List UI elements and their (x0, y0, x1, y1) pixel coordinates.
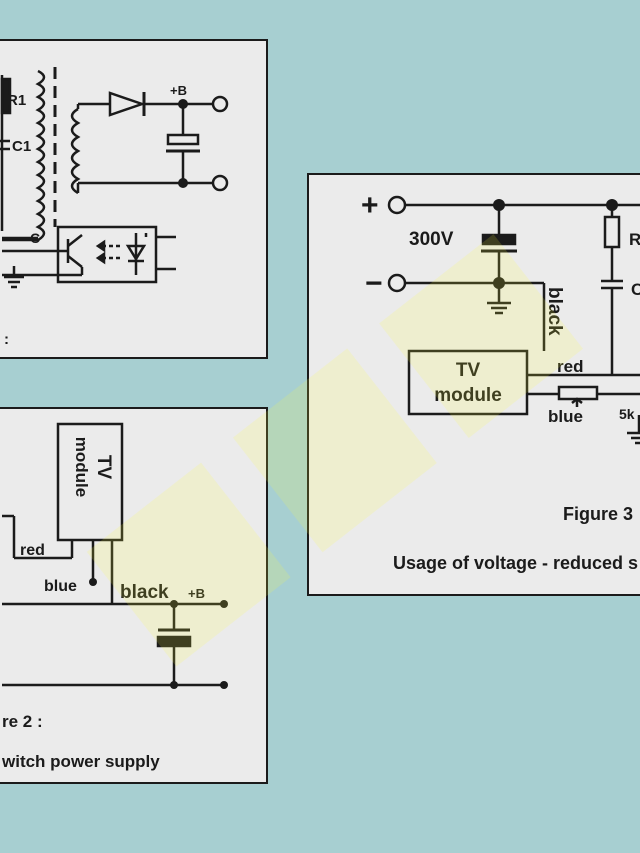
label-r1: R1 (7, 92, 26, 109)
label-red-2: red (20, 542, 45, 559)
module-label-3: module (434, 385, 502, 406)
diode (108, 91, 146, 117)
capacitor-2 (156, 635, 192, 648)
label-blue-2: blue (44, 578, 77, 595)
capacitor-300v (481, 233, 517, 246)
label-black-2: black (120, 582, 169, 603)
label-5k: 5k (619, 406, 635, 422)
figure-3-title: Figure 3 (563, 504, 633, 524)
tv-module-box-2 (56, 422, 124, 542)
terminal-b-plus (211, 95, 229, 113)
label-b-plus-2: +B (188, 586, 205, 601)
figure-2-schematic: TV module red blue black +B re 2 : witch… (1, 422, 228, 771)
figure-2-description: witch power supply (1, 752, 160, 771)
figure-2-panel: TV module red blue black +B re 2 : witch… (0, 407, 268, 784)
figure-1-panel: R1 C1 +B C : (0, 39, 268, 359)
resistor-r (603, 215, 621, 249)
capacitor-out (166, 133, 200, 146)
figure-1-schematic: R1 C1 +B C : (0, 67, 229, 348)
optocoupler (56, 225, 158, 284)
label-r-3: R (629, 230, 640, 249)
label-300v: 300V (409, 229, 454, 250)
secondary-coil (70, 107, 81, 195)
label-c1: C1 (12, 138, 31, 155)
tv-module-box-3 (407, 349, 529, 416)
label-plus-3: + (361, 189, 379, 222)
terminal-b-minus (211, 174, 229, 192)
tv-label-3: TV (456, 360, 481, 381)
figure-3-description: Usage of voltage - reduced s (393, 553, 638, 573)
label-black-3: black (544, 287, 565, 336)
figure-2-title: re 2 : (2, 712, 43, 731)
label-b-plus: +B (170, 83, 187, 98)
label-minus-3: − (365, 267, 383, 300)
potentiometer-5k (557, 385, 599, 401)
figure-3-schematic: + − 300V R C black TV module red blue 5k… (361, 189, 640, 573)
figure-1-caption: : (4, 331, 9, 348)
label-c: C (30, 230, 40, 246)
terminal-minus-3 (387, 273, 407, 293)
module-label-2: module (72, 437, 91, 497)
label-red-3: red (557, 357, 583, 376)
tv-label-2: TV (93, 455, 114, 480)
primary-coil (35, 69, 46, 242)
label-c-3: C (631, 280, 640, 299)
resistor-r1 (0, 77, 12, 115)
figure-3-panel: + − 300V R C black TV module red blue 5k… (307, 173, 640, 596)
label-blue-3: blue (548, 407, 583, 426)
terminal-plus-3 (387, 195, 407, 215)
